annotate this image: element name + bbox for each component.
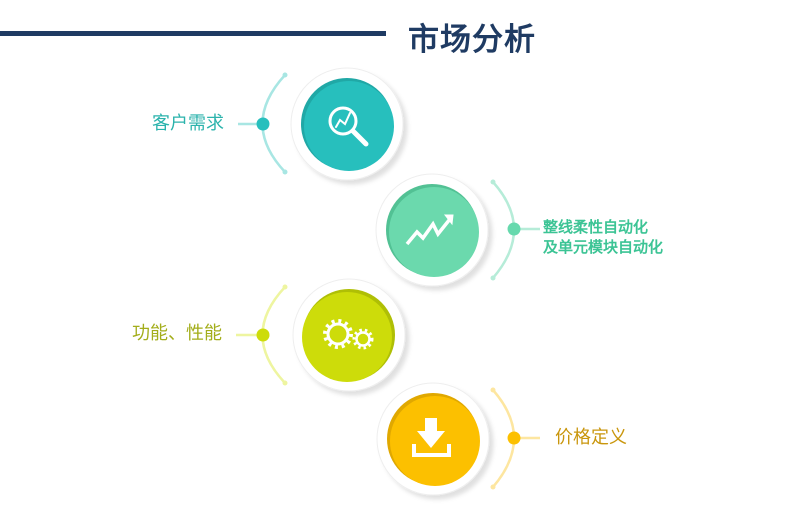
download-icon [412, 418, 451, 457]
gears-icon [323, 319, 374, 350]
label-price-definition: 价格定义 [555, 427, 627, 448]
step-3 [236, 278, 406, 392]
connector-dot [256, 117, 270, 131]
page-title: 市场分析 [408, 22, 536, 58]
step-1 [238, 67, 404, 181]
trend-up-arrow-icon [405, 214, 454, 246]
step-2 [375, 173, 540, 287]
label-function-performance: 功能、性能 [132, 323, 222, 344]
connector-dot [507, 222, 521, 236]
label-automation-line1: 整线柔性自动化 [543, 218, 649, 236]
label-automation: 整线柔性自动化 及单元模块自动化 [543, 217, 663, 257]
label-customer-demand: 客户需求 [152, 113, 224, 134]
connector-dot [507, 431, 521, 445]
magnifier-chart-icon [328, 106, 369, 147]
connector-dot [256, 328, 270, 342]
title-bar [0, 31, 386, 36]
label-automation-line2: 及单元模块自动化 [543, 238, 664, 256]
step-4 [376, 382, 540, 496]
